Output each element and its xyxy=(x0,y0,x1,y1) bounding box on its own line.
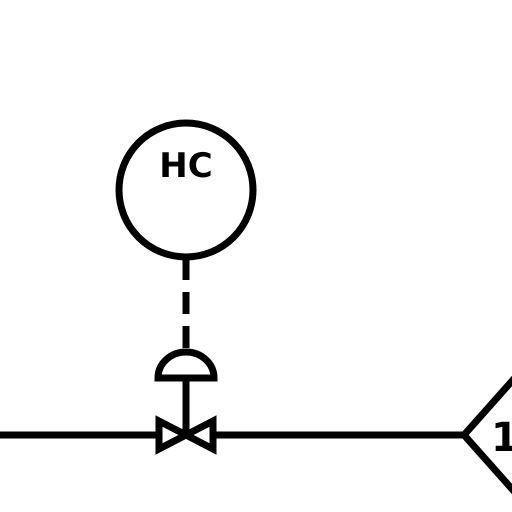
valve-body-left xyxy=(155,415,194,455)
instrument-circle xyxy=(115,119,257,261)
offpage-connector-outline xyxy=(459,375,512,495)
valve-body-right xyxy=(178,415,217,455)
instrument-tag: HC xyxy=(159,146,212,186)
instrument-bubble[interactable]: HC xyxy=(115,119,257,261)
offpage-connector-label: 1 xyxy=(491,415,512,461)
diaphragm-actuator[interactable] xyxy=(154,348,218,382)
gate-valve[interactable] xyxy=(155,415,217,455)
offpage-connector[interactable]: 1 xyxy=(459,372,512,498)
